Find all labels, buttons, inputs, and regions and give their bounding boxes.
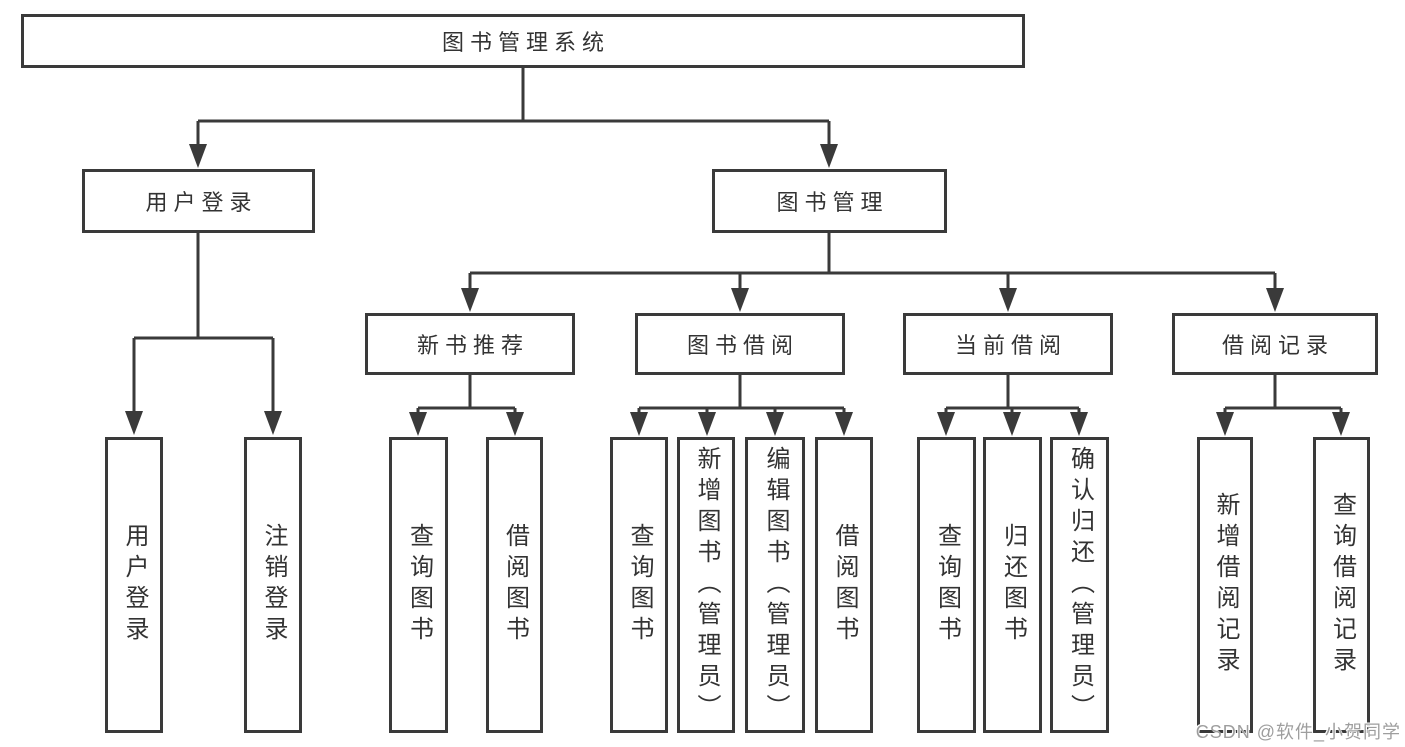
node-current-borrowing: 当前借阅	[903, 313, 1113, 375]
leaf-user-login: 用户登录	[105, 437, 163, 733]
leaf-confirm-return-admin: 确认归还（管理员）	[1050, 437, 1109, 733]
leaf-return-books: 归还图书	[983, 437, 1042, 733]
leaf-borrow-books-recommend: 借阅图书	[486, 437, 543, 733]
leaf-query-books-current: 查询图书	[917, 437, 976, 733]
leaf-query-books-recommend: 查询图书	[389, 437, 448, 733]
leaf-edit-books-admin: 编辑图书（管理员）	[745, 437, 805, 733]
leaf-logout: 注销登录	[244, 437, 302, 733]
node-new-book-recommendation: 新书推荐	[365, 313, 575, 375]
leaf-query-borrow-record: 查询借阅记录	[1313, 437, 1370, 733]
node-book-management: 图书管理	[712, 169, 947, 233]
leaf-add-books-admin: 新增图书（管理员）	[677, 437, 735, 733]
leaf-query-books-borrowing: 查询图书	[610, 437, 668, 733]
node-library-management-system: 图书管理系统	[21, 14, 1025, 68]
node-borrowing-records: 借阅记录	[1172, 313, 1378, 375]
node-book-borrowing: 图书借阅	[635, 313, 845, 375]
leaf-borrow-books: 借阅图书	[815, 437, 873, 733]
csdn-watermark: CSDN @软件_小贺同学	[1195, 722, 1401, 742]
leaf-add-borrow-record: 新增借阅记录	[1197, 437, 1253, 733]
node-user-login: 用户登录	[82, 169, 315, 233]
